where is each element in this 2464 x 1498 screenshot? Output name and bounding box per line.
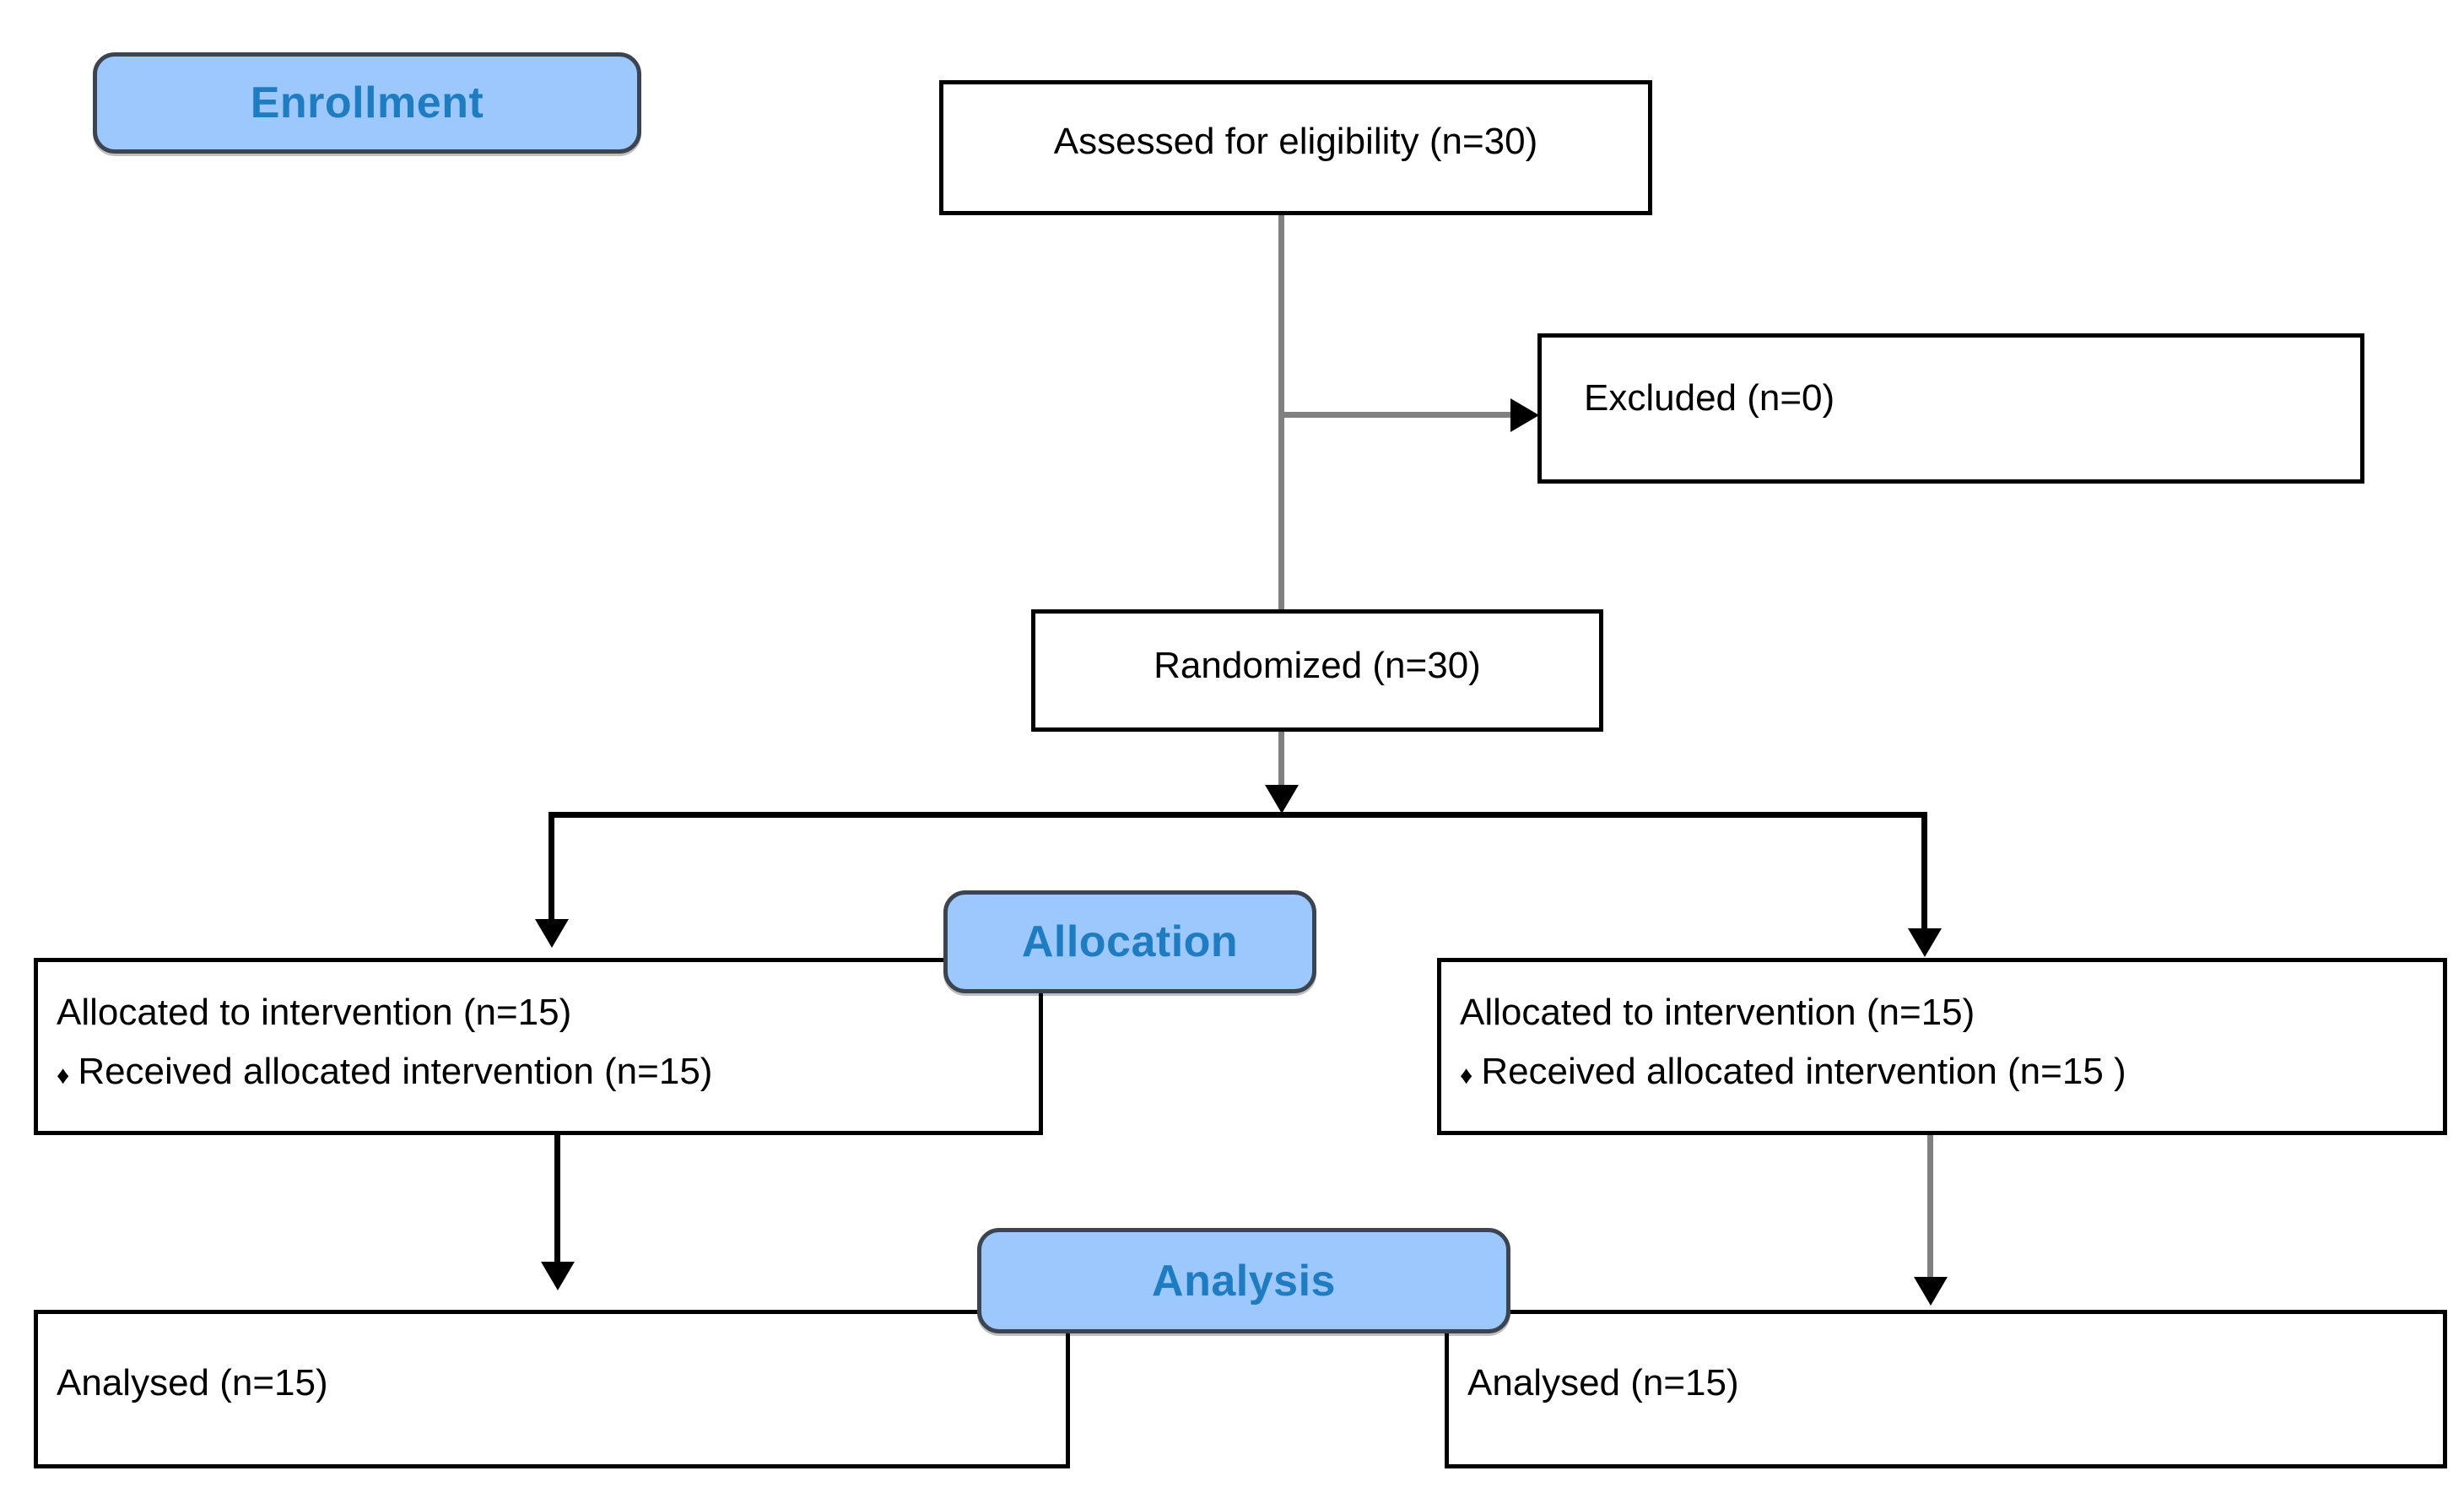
stage-banner-allocation[interactable]: Allocation (943, 890, 1316, 993)
arrowhead-to-excluded (1510, 398, 1539, 432)
split-bar (548, 812, 1927, 818)
node-assessed-for-eligibility[interactable]: Assessed for eligibility (n=30) (939, 80, 1652, 215)
node-randomized-label: Randomized (n=30) (1154, 645, 1481, 686)
node-analysed-right-label: Analysed (n=15) (1467, 1362, 1739, 1403)
arrowhead-to-allocated-right (1908, 928, 1942, 957)
node-allocated-left-line1: Allocated to intervention (n=15) (57, 992, 572, 1033)
arrowhead-to-analysed-right (1914, 1277, 1948, 1306)
connector-split-to-allocated-right (1921, 812, 1927, 937)
node-allocated-left[interactable]: Allocated to intervention (n=15) ♦ Recei… (34, 958, 1043, 1135)
node-excluded[interactable]: Excluded (n=0) (1537, 333, 2364, 484)
node-allocated-right[interactable]: Allocated to intervention (n=15) ♦ Recei… (1437, 958, 2447, 1135)
connector-assessed-to-excluded (1278, 412, 1515, 418)
stage-banner-analysis[interactable]: Analysis (977, 1228, 1510, 1333)
node-allocated-right-bullet-item: ♦ Received allocated intervention (n=15 … (1460, 1046, 2126, 1096)
connector-allocated-left-to-analysed-left (554, 1135, 560, 1270)
node-randomized[interactable]: Randomized (n=30) (1031, 609, 1603, 732)
node-analysed-left[interactable]: Analysed (n=15) (34, 1310, 1070, 1468)
node-allocated-right-line2: Received allocated intervention (n=15 ) (1481, 1051, 2126, 1092)
stage-banner-analysis-label: Analysis (1152, 1256, 1336, 1306)
stage-banner-allocation-label: Allocation (1021, 917, 1239, 966)
node-excluded-label: Excluded (n=0) (1584, 377, 1835, 419)
node-allocated-right-line1: Allocated to intervention (n=15) (1460, 992, 1975, 1033)
connector-randomized-to-split (1278, 732, 1284, 791)
bullet-icon: ♦ (1460, 1062, 1473, 1090)
node-analysed-right[interactable]: Analysed (n=15) (1445, 1310, 2447, 1468)
node-allocated-left-line2: Received allocated intervention (n=15) (78, 1051, 713, 1092)
arrowhead-randomized-to-split (1265, 785, 1299, 814)
connector-allocated-right-to-analysed-right (1927, 1135, 1933, 1287)
node-allocated-left-bullet-item: ♦ Received allocated intervention (n=15) (57, 1046, 712, 1096)
node-assessed-for-eligibility-label: Assessed for eligibility (n=30) (1053, 121, 1538, 162)
arrowhead-to-allocated-left (535, 919, 569, 948)
stage-banner-enrollment-label: Enrollment (250, 78, 484, 127)
bullet-icon: ♦ (57, 1062, 70, 1090)
node-analysed-left-label: Analysed (n=15) (57, 1362, 328, 1403)
arrowhead-to-analysed-left (541, 1262, 575, 1290)
stage-banner-enrollment[interactable]: Enrollment (93, 52, 641, 154)
connector-split-to-allocated-left (548, 812, 554, 928)
